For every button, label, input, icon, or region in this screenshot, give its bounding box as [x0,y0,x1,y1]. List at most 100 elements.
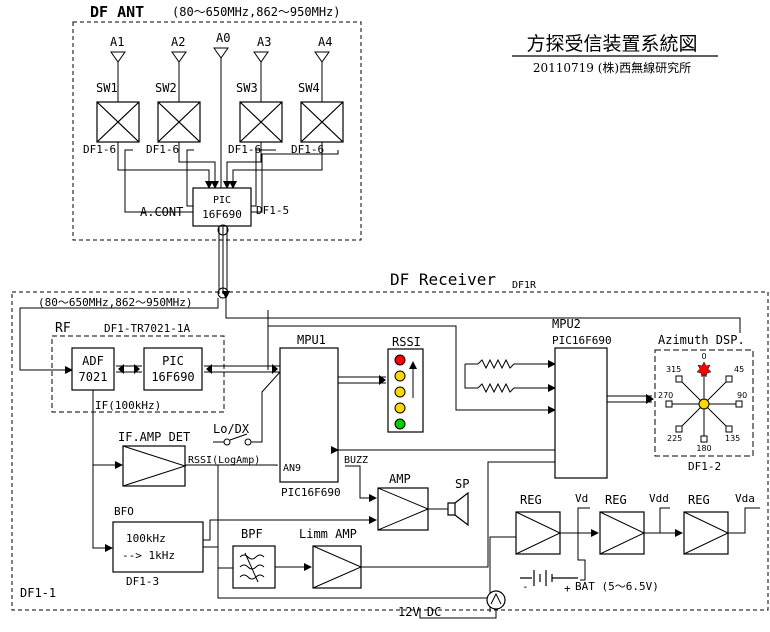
lodx-switch [213,371,281,446]
dc-jack-pin [490,592,502,605]
azimuth-north-led [696,361,712,378]
mpu-link-wiring [268,325,556,454]
rf-board: DF1-TR7021-1A [104,322,190,335]
mpu2-block [554,347,608,479]
bpf-label: BPF [241,527,263,541]
rssi-led-panel [387,348,424,433]
bfo-label: BFO [114,505,134,518]
azimuth-angle-0: 0 [701,352,706,361]
if-amp-triangle [122,445,187,487]
rf-pic-line1: PIC [162,354,184,368]
lodx-label: Lo/DX [213,422,250,436]
mpu1-block [279,347,339,483]
azimuth-title: Azimuth DSP. [658,333,745,347]
receiver-section-border [11,291,769,611]
azimuth-board: DF1-2 [688,460,721,473]
switch-board-label-2: DF1-6 [146,143,179,156]
if-amp-block [122,445,186,487]
antenna-label-a3: A3 [257,35,271,49]
switch-label-sw1: SW1 [96,81,118,95]
switch-label-sw4: SW4 [298,81,320,95]
antenna-label-a2: A2 [171,35,185,49]
mpu1-label: MPU1 [297,333,326,347]
if-label: IF(100kHz) [95,399,161,412]
bfo-line2: --> 1kHz [122,549,175,562]
ant-pic-line1: PIC [213,195,231,206]
vda-label: Vda [735,492,755,505]
if-amp-label: IF.AMP DET [118,430,190,444]
rf-pic-line2: 16F690 [151,370,194,384]
receiver-freq: (80～650MHz,862～950MHz) [38,296,192,309]
ant-wiring [117,142,339,213]
limm-to-mpu [361,461,555,568]
reg2-block [599,511,645,555]
reg1-label: REG [520,493,542,507]
azimuth-angle-180: 180 [696,444,711,453]
adf-line1: ADF [82,354,104,368]
bpf-icon [239,552,265,583]
antenna-icon [110,47,330,188]
amp-label: AMP [389,472,411,486]
azimuth-angle-270: 270 [658,391,673,400]
speaker-label: SP [455,477,469,491]
rf-bus [116,365,280,373]
ant-pic-board-label: DF1-5 [256,204,289,217]
reg3-block [683,511,729,555]
mpu1-to-rssi [338,376,386,384]
battery-minus: - [522,580,529,593]
switch-label-sw3: SW3 [236,81,258,95]
rssi-led-4 [394,402,406,414]
bfo-line1: 100kHz [126,532,166,545]
buzz-to-amp [345,465,377,502]
bpf-block [232,545,276,589]
mpu1-chip: PIC16F690 [281,486,341,499]
antenna-label-a0: A0 [216,31,230,45]
mpu2-to-azimuth-arrow [646,394,654,404]
receiver-board: DF1R [512,280,537,291]
reg1-block [515,511,561,555]
azimuth-angle-90: 90 [737,391,747,400]
mpu1-pin-buzz: BUZZ [344,455,368,466]
ant-pic-line2: 16F690 [202,208,242,221]
azimuth-center-led [698,398,710,410]
diagram-title: 方探受信装置系統図 [526,33,697,55]
reg3-label: REG [688,493,710,507]
battery-plus: + [564,582,571,595]
ant-section-border [72,21,362,241]
limm-block [312,545,362,589]
dc-label: 12V DC [398,605,441,619]
bfo-block [112,521,204,573]
switch-board-label-1: DF1-6 [83,143,116,156]
azimuth-angle-225: 225 [667,434,682,443]
acont-label: A.CONT [140,205,183,219]
rf-switch-box [96,101,344,143]
mpu1-pin-an9: AN9 [283,463,301,474]
rssi-label: RSSI [392,335,421,349]
mpu2-to-azimuth [607,395,652,403]
switch-label-sw2: SW2 [155,81,177,95]
mpu2-chip: PIC16F690 [552,334,612,347]
rf-module-border [51,335,225,413]
azimuth-angle-315: 315 [666,365,681,374]
battery-label: BAT (5～6.5V) [575,580,659,593]
amp-block [377,487,429,531]
vd-label: Vd [575,492,588,505]
switch-board-label-4: DF1-6 [291,143,324,156]
bfo-to-amp [203,516,377,541]
rssi-led-2 [394,370,406,382]
azimuth-panel [654,349,754,457]
battery-icon [520,570,578,586]
dc-jack-lead [419,608,497,619]
rssi-led-1 [394,354,406,366]
speaker-icon [447,491,469,527]
rf-bus-arrow [118,364,278,374]
ant-section-freq: (80～650MHz,862～950MHz) [172,5,341,19]
diagram-subtitle: 20110719 (株)西無線研究所 [533,60,691,75]
ant-section-title: DF ANT [90,3,144,21]
limm-label: Limm AMP [299,527,357,541]
antenna-label-a1: A1 [110,35,124,49]
mpu1-to-rssi-arrow [379,375,386,385]
azimuth-angle-135: 135 [725,434,740,443]
control-bus-top [222,291,741,333]
vdd-label: Vdd [649,492,669,505]
